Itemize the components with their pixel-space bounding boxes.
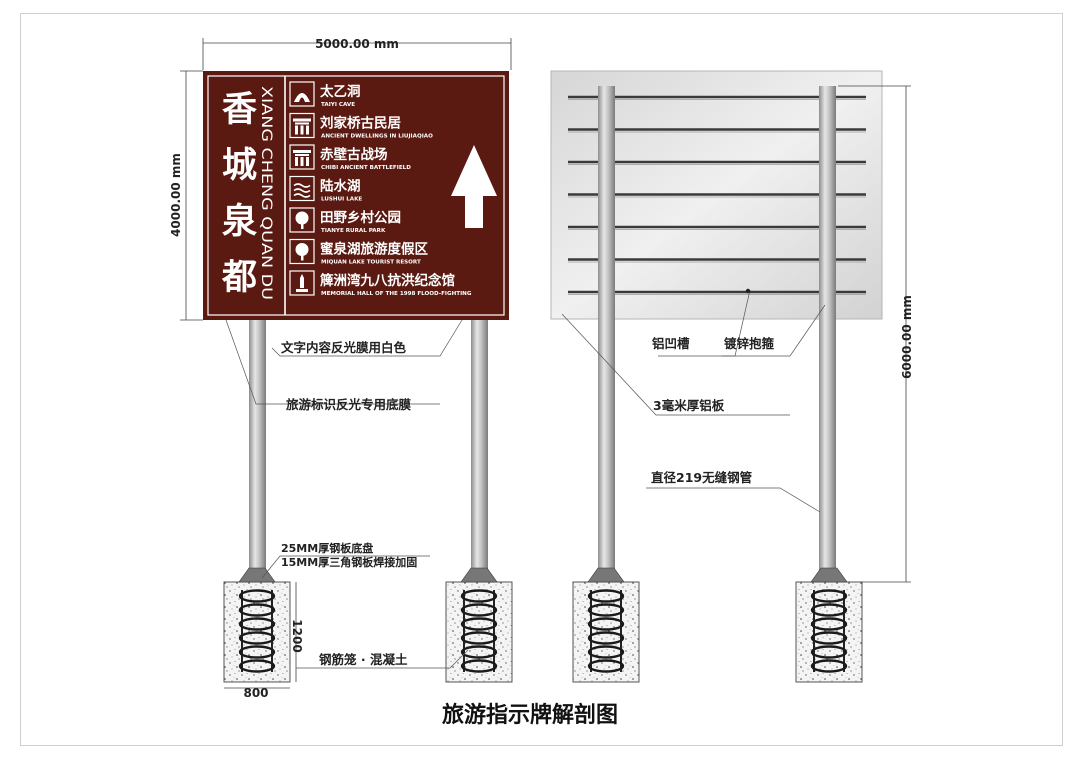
rebar-cage <box>587 567 625 673</box>
steel-base-plate <box>238 567 276 583</box>
gate-icon <box>289 112 315 139</box>
destination-name-en: MEMORIAL HALL OF THE 1998 FLOOD-FIGHTING <box>321 291 472 297</box>
destination-item: 蜜泉湖旅游度假区 MIQUAN LAKE TOURIST RESORT <box>289 238 428 266</box>
rebar-cage <box>810 567 848 673</box>
rebar-hoop <box>460 645 498 659</box>
rebar-hoop <box>810 589 848 603</box>
rebar-hoop <box>810 603 848 617</box>
rebar-hoop <box>238 603 276 617</box>
lake-icon <box>289 175 315 202</box>
rebar-hoop <box>587 645 625 659</box>
page-border <box>20 13 1063 746</box>
dim-width: 5000.00 mm <box>315 37 399 51</box>
destination-name-cn: 太乙洞 <box>320 83 361 100</box>
rebar-hoop <box>587 617 625 631</box>
rebar-hoop <box>587 631 625 645</box>
annotation-base-film: 旅游标识反光专用底膜 <box>285 397 412 412</box>
rebar-cages <box>238 567 848 673</box>
back-pole-left <box>598 86 615 582</box>
annotation-steel-pipe: 直径219无缝钢管 <box>651 470 752 485</box>
rebar-hoop <box>810 631 848 645</box>
gate-icon <box>289 144 315 170</box>
sign-inner-border <box>207 75 505 316</box>
annotation-white-text-film: 文字内容反光膜用白色 <box>281 340 407 355</box>
rebar-hoop <box>587 603 625 617</box>
up-arrow-icon <box>451 145 497 228</box>
destination-name-cn: 陆水湖 <box>320 178 361 195</box>
steel-base-plate <box>460 567 498 583</box>
rebar-hoop <box>587 589 625 603</box>
destination-item: 陆水湖 LUSHUI LAKE <box>289 175 362 203</box>
front-pole-right <box>471 320 488 582</box>
rebar-hoop <box>238 617 276 631</box>
rebar-hoop <box>810 645 848 659</box>
rebar-cage <box>460 567 498 673</box>
destination-item: 田野乡村公园 TIANYE RURAL PARK <box>289 207 401 234</box>
sign-title-char-1: 香城泉都 <box>216 90 258 314</box>
steel-base-plate <box>810 567 848 583</box>
destination-item: 赤壁古战场 CHIBI ANCIENT BATTLEFIELD <box>289 144 411 171</box>
rebar-hoop <box>238 659 276 673</box>
destination-item: 太乙洞 TAIYI CAVE <box>289 81 361 108</box>
annotation-steel-base-line1: 25MM厚钢板底盘 <box>281 541 373 555</box>
monument-icon <box>289 270 315 296</box>
back-pole-right <box>819 86 836 582</box>
front-pole-left <box>249 320 266 582</box>
annotation-aluminum-plate: 3毫米厚铝板 <box>653 398 725 413</box>
tree-icon <box>289 238 315 265</box>
destination-name-en: TAIYI CAVE <box>321 102 355 108</box>
rebar-hoop <box>238 589 276 603</box>
leader-lines <box>225 289 826 669</box>
dim-base-width: 800 <box>243 686 268 700</box>
destination-list: 太乙洞 TAIYI CAVE 刘家桥古民居 ANCIENT DWELLINGS IN … <box>289 81 472 297</box>
rebar-hoop <box>460 659 498 673</box>
destination-item: 簰洲湾九八抗洪纪念馆 MEMORIAL HALL OF THE 1998 FLOO… <box>289 270 472 297</box>
rebar-hoop <box>810 659 848 673</box>
destination-name-en: ANCIENT DWELLINGS IN LIUJIAQIAO <box>321 134 433 140</box>
tree-icon <box>289 207 315 233</box>
destination-name-en: CHIBI ANCIENT BATTLEFIELD <box>321 165 411 171</box>
destination-name-en: LUSHUI LAKE <box>321 197 362 203</box>
rebar-hoop <box>460 589 498 603</box>
sign-title-english: XIANG CHENG QUAN DU <box>258 86 274 300</box>
rebar-hoop <box>810 617 848 631</box>
dim-base-height: 1200 <box>290 619 304 652</box>
rebar-hoop <box>460 617 498 631</box>
annotation-rebar-concrete: 钢筋笼 · 混凝土 <box>319 652 408 667</box>
dim-pole-height: 6000.00 mm <box>900 295 914 379</box>
destination-name-cn: 田野乡村公园 <box>320 209 401 226</box>
destination-name-cn: 赤壁古战场 <box>320 146 388 163</box>
groove-marker <box>745 288 751 294</box>
front-view: 香城泉都 XIANG CHENG QUAN DU 太乙洞 TAIYI CAVE 刘家… <box>203 71 513 683</box>
destination-name-cn: 簰洲湾九八抗洪纪念馆 <box>320 272 455 289</box>
rebar-cage <box>238 567 276 673</box>
rebar-hoop <box>238 645 276 659</box>
dim-height: 4000.00 mm <box>169 153 183 237</box>
dimension-lines <box>180 38 911 689</box>
rebar-hoop <box>460 631 498 645</box>
diagram-caption: 旅游指示牌解剖图 <box>442 702 618 728</box>
destination-name-cn: 刘家桥古民居 <box>320 115 401 132</box>
steel-base-plate <box>587 567 625 583</box>
cave-icon <box>289 81 315 107</box>
destination-item: 刘家桥古民居 ANCIENT DWELLINGS IN LIUJIAQIAO <box>289 112 433 140</box>
rebar-hoop <box>238 631 276 645</box>
rebar-hoop <box>460 603 498 617</box>
destination-name-cn: 蜜泉湖旅游度假区 <box>320 241 428 258</box>
annotation-aluminum-groove: 铝凹槽 <box>652 336 690 351</box>
back-view <box>550 70 883 683</box>
rebar-hoop <box>587 659 625 673</box>
annotation-steel-base-line2: 15MM厚三角钢板焊接加固 <box>281 555 417 569</box>
annotation-galvanized-hoop: 镀锌抱箍 <box>724 336 775 351</box>
destination-name-en: TIANYE RURAL PARK <box>321 228 386 234</box>
destination-name-en: MIQUAN LAKE TOURIST RESORT <box>321 260 421 266</box>
aluminum-grooves <box>568 95 866 295</box>
